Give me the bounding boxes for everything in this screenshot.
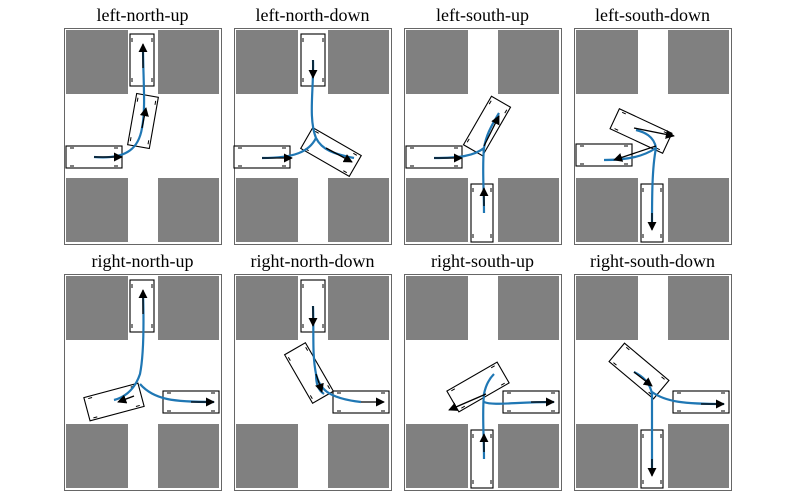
panel-title: left-south-down — [595, 5, 710, 25]
heading-arrow-mid — [483, 115, 500, 147]
building-block — [158, 178, 219, 242]
panel-right-south-up: right-south-up — [404, 251, 562, 491]
building-block — [158, 30, 219, 94]
building-block — [328, 276, 389, 340]
car-end — [575, 143, 633, 167]
building-block — [576, 30, 638, 94]
building-block — [236, 276, 298, 340]
car-mid — [462, 95, 512, 157]
panel-right-north-down: right-north-down — [234, 251, 392, 491]
building-block — [668, 276, 729, 340]
building-block — [236, 178, 298, 242]
car-mid — [608, 342, 670, 400]
car-start — [129, 33, 155, 87]
heading-arrow-mid — [633, 127, 675, 139]
building-block — [328, 30, 389, 94]
building-block — [576, 424, 638, 488]
building-block — [66, 30, 128, 94]
building-block — [668, 178, 729, 242]
building-block — [668, 424, 729, 488]
building-block — [576, 276, 638, 340]
heading-arrow-mid — [139, 107, 149, 129]
panel-right-north-up: right-north-up — [64, 251, 222, 491]
building-block — [406, 178, 468, 242]
car-start — [129, 279, 155, 333]
building-block — [66, 276, 128, 340]
building-block — [498, 276, 559, 340]
trajectory — [603, 128, 658, 229]
heading-arrow-mid — [117, 394, 135, 404]
heading-arrow-mid — [448, 393, 487, 411]
car-start — [470, 183, 494, 243]
building-block — [158, 276, 219, 340]
panel-right-south-down: right-south-down — [574, 251, 732, 491]
panel-title: left-north-up — [97, 5, 189, 25]
panel-left-north-down: left-north-down — [233, 5, 392, 245]
panel-title: right-south-down — [590, 251, 715, 271]
building-block — [158, 424, 219, 488]
panel-left-north-up: left-north-up — [64, 5, 222, 245]
panel-left-south-down: left-south-down — [574, 5, 732, 245]
car-end — [672, 390, 730, 414]
building-block — [576, 178, 638, 242]
building-block — [406, 276, 468, 340]
building-block — [668, 30, 729, 94]
building-block — [328, 178, 389, 242]
building-block — [498, 30, 559, 94]
heading-arrow-mid — [633, 371, 653, 387]
car-start — [470, 429, 494, 489]
building-block — [236, 424, 298, 488]
heading-arrow-mid — [325, 147, 353, 163]
panel-title: right-north-down — [251, 251, 375, 271]
panel-title: right-south-up — [431, 251, 534, 271]
panel-title: right-north-up — [92, 251, 194, 271]
heading-arrow-mid — [315, 373, 324, 393]
building-block — [66, 178, 128, 242]
panel-left-south-up: left-south-up — [404, 5, 562, 245]
building-block — [66, 424, 128, 488]
building-block — [328, 424, 389, 488]
panel-title: left-north-down — [256, 5, 370, 25]
building-block — [498, 178, 559, 242]
building-block — [406, 30, 468, 94]
heading-arrow-end — [613, 145, 657, 162]
building-block — [236, 30, 298, 94]
building-block — [498, 424, 559, 488]
building-block — [406, 424, 468, 488]
panel-title: left-south-up — [436, 5, 529, 25]
